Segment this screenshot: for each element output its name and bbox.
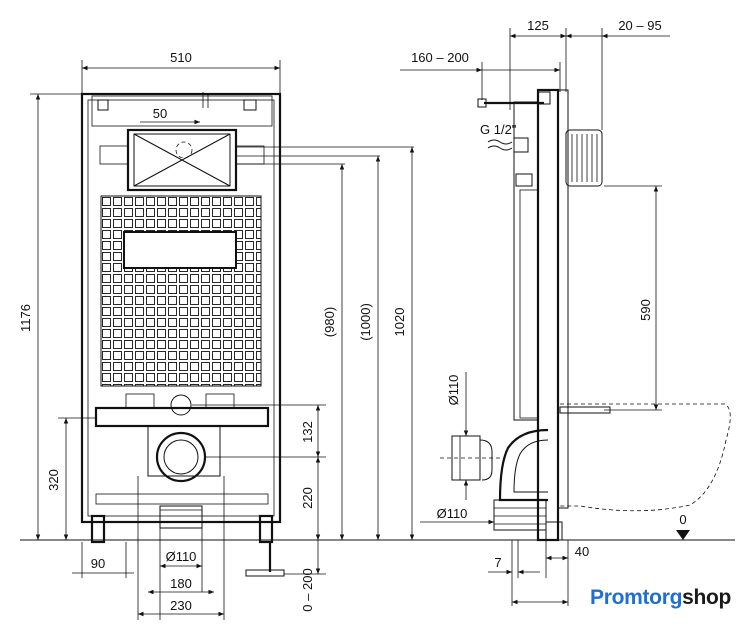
- dim-outlet-diameter: Ø110: [437, 506, 468, 521]
- dim-0-200: 0 – 200: [300, 568, 315, 611]
- dim-width-230: 230: [170, 598, 192, 613]
- dim-980: (980): [322, 307, 337, 337]
- dim-offset-40: 40: [575, 544, 589, 559]
- dim-220: 220: [300, 487, 315, 509]
- logo-part-2: shop: [682, 586, 732, 609]
- dim-inlet-diameter: Ø110: [446, 375, 461, 406]
- dim-depth-125: 125: [527, 18, 549, 33]
- dim-overall-width: 510: [170, 50, 192, 65]
- logo-part-1: Promtorg: [590, 586, 683, 609]
- front-view: [20, 92, 735, 577]
- dim-132: 132: [300, 421, 315, 443]
- side-dimensions: 125 20 – 95 160 – 200 590 Ø110 Ø110 0: [400, 18, 690, 606]
- dim-flush-offset: 50: [153, 106, 167, 121]
- side-view: G 1/2": [440, 88, 731, 542]
- dim-depth-160-200: 160 – 200: [411, 50, 469, 65]
- floor-level-label: 0: [679, 512, 686, 527]
- dim-width-180: 180: [170, 576, 192, 591]
- dim-1020: 1020: [392, 308, 407, 337]
- service-window: [123, 231, 237, 269]
- dim-total-height: 1176: [18, 304, 33, 332]
- flush-plate-opening: [99, 128, 265, 192]
- dim-pipe-diameter: Ø110: [166, 549, 197, 564]
- dim-foot-width: 90: [91, 556, 105, 571]
- dim-1000: (1000): [358, 303, 373, 341]
- dim-offset-7: 7: [494, 555, 501, 570]
- dim-depth-20-95: 20 – 95: [618, 18, 661, 33]
- dim-height-590: 590: [638, 299, 653, 321]
- promtorgshop-logo: Promtorgshop: [590, 586, 731, 610]
- dim-drain-height: 320: [46, 469, 61, 491]
- frame-outer: [80, 92, 282, 524]
- front-dimensions: 510 50 1176 320 (980) (1000) 1020 132 22…: [18, 50, 415, 620]
- tile-panel: [100, 195, 262, 387]
- thread-label: G 1/2": [480, 122, 517, 137]
